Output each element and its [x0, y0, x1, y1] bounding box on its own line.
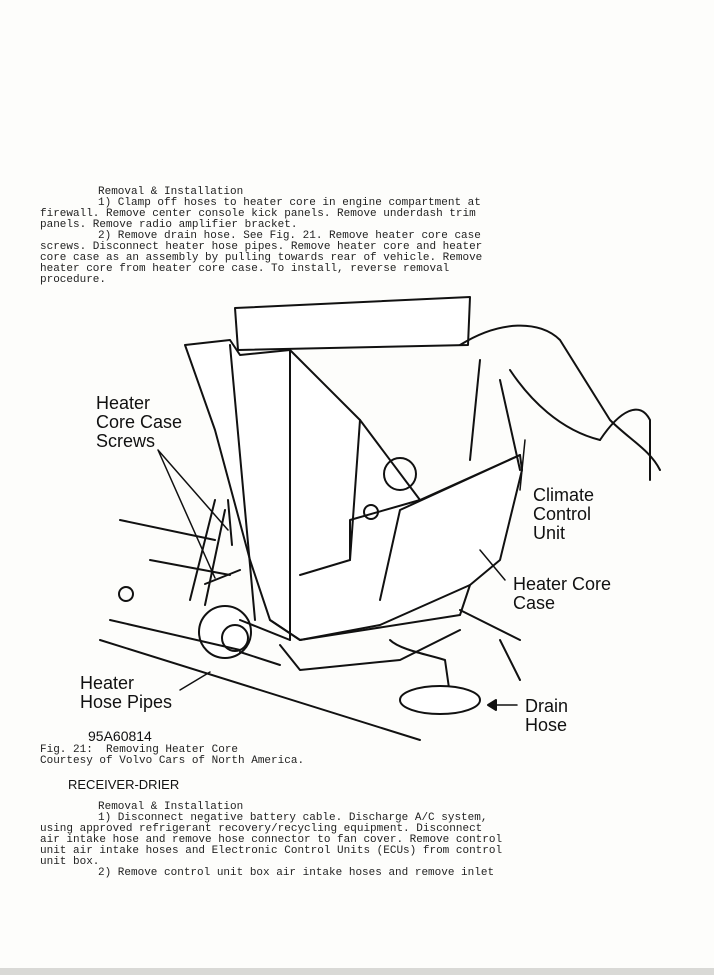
figure-code: 95A60814 [88, 728, 152, 744]
heater-core-diagram [99, 296, 661, 741]
label-heater-hose-pipes: Heater Hose Pipes [80, 673, 173, 712]
figure-caption: Fig. 21: Removing Heater Core [40, 744, 239, 756]
section-heading: Removal & Installation [98, 801, 244, 813]
step-2-text: 2) Remove control unit box air intake ho… [98, 867, 495, 879]
label-climate-control-unit: Climate Control Unit [533, 485, 595, 543]
label-heater-core-case-screws: Heater Core Case Screws [96, 393, 183, 451]
figure-courtesy: Courtesy of Volvo Cars of North America. [40, 755, 305, 767]
section-title-receiver-drier: RECEIVER-DRIER [68, 777, 180, 792]
label-heater-core-case: Heater Core Case [513, 574, 612, 613]
step-1-text: 1) Disconnect negative battery cable. Di… [40, 812, 503, 868]
scan-edge [0, 968, 714, 975]
section-heading: Removal & Installation [98, 186, 244, 198]
step-2-text: 2) Remove drain hose. See Fig. 21. Remov… [40, 230, 483, 286]
label-drain-hose: Drain Hose [525, 696, 569, 735]
step-1-text: 1) Clamp off hoses to heater core in eng… [40, 197, 481, 231]
